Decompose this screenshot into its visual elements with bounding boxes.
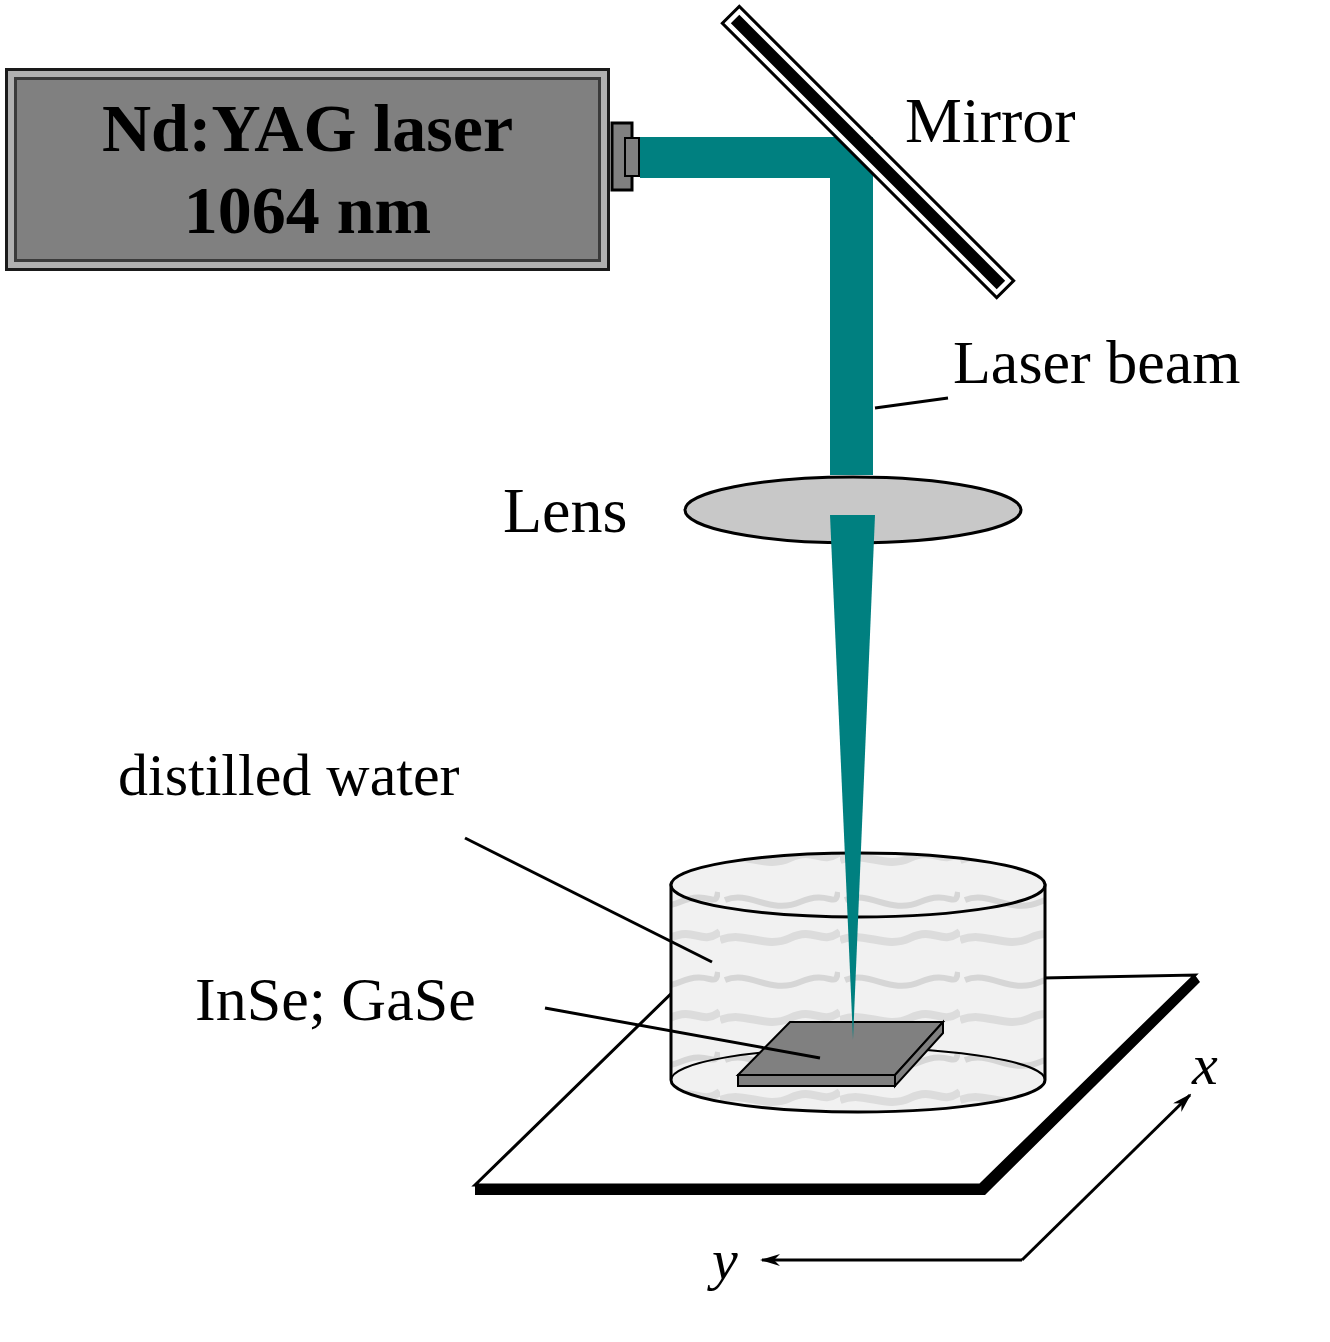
part-label: Mirror	[905, 89, 1076, 153]
leader-line	[875, 398, 948, 408]
sample	[895, 1022, 943, 1086]
laser-box: Nd:YAG laser 1064 nm	[5, 68, 610, 271]
axis-arrow	[762, 1259, 1022, 1262]
axis-label: y	[712, 1231, 738, 1289]
sample	[738, 1075, 895, 1086]
leader-line	[545, 1008, 820, 1058]
laser-aperture	[625, 138, 639, 176]
part-label: distilled water	[118, 745, 460, 805]
focused-beam	[830, 515, 875, 1040]
laser-beam	[830, 137, 873, 475]
axis-arrow	[1022, 1095, 1190, 1260]
leader-line	[465, 838, 712, 962]
part-label: Laser beam	[953, 331, 1240, 393]
node-label: Nd:YAG laser 1064 nm	[58, 88, 558, 251]
axis-label: x	[1192, 1036, 1218, 1094]
part-label: Lens	[503, 479, 627, 543]
part-label: InSe; GaSe	[195, 968, 476, 1030]
